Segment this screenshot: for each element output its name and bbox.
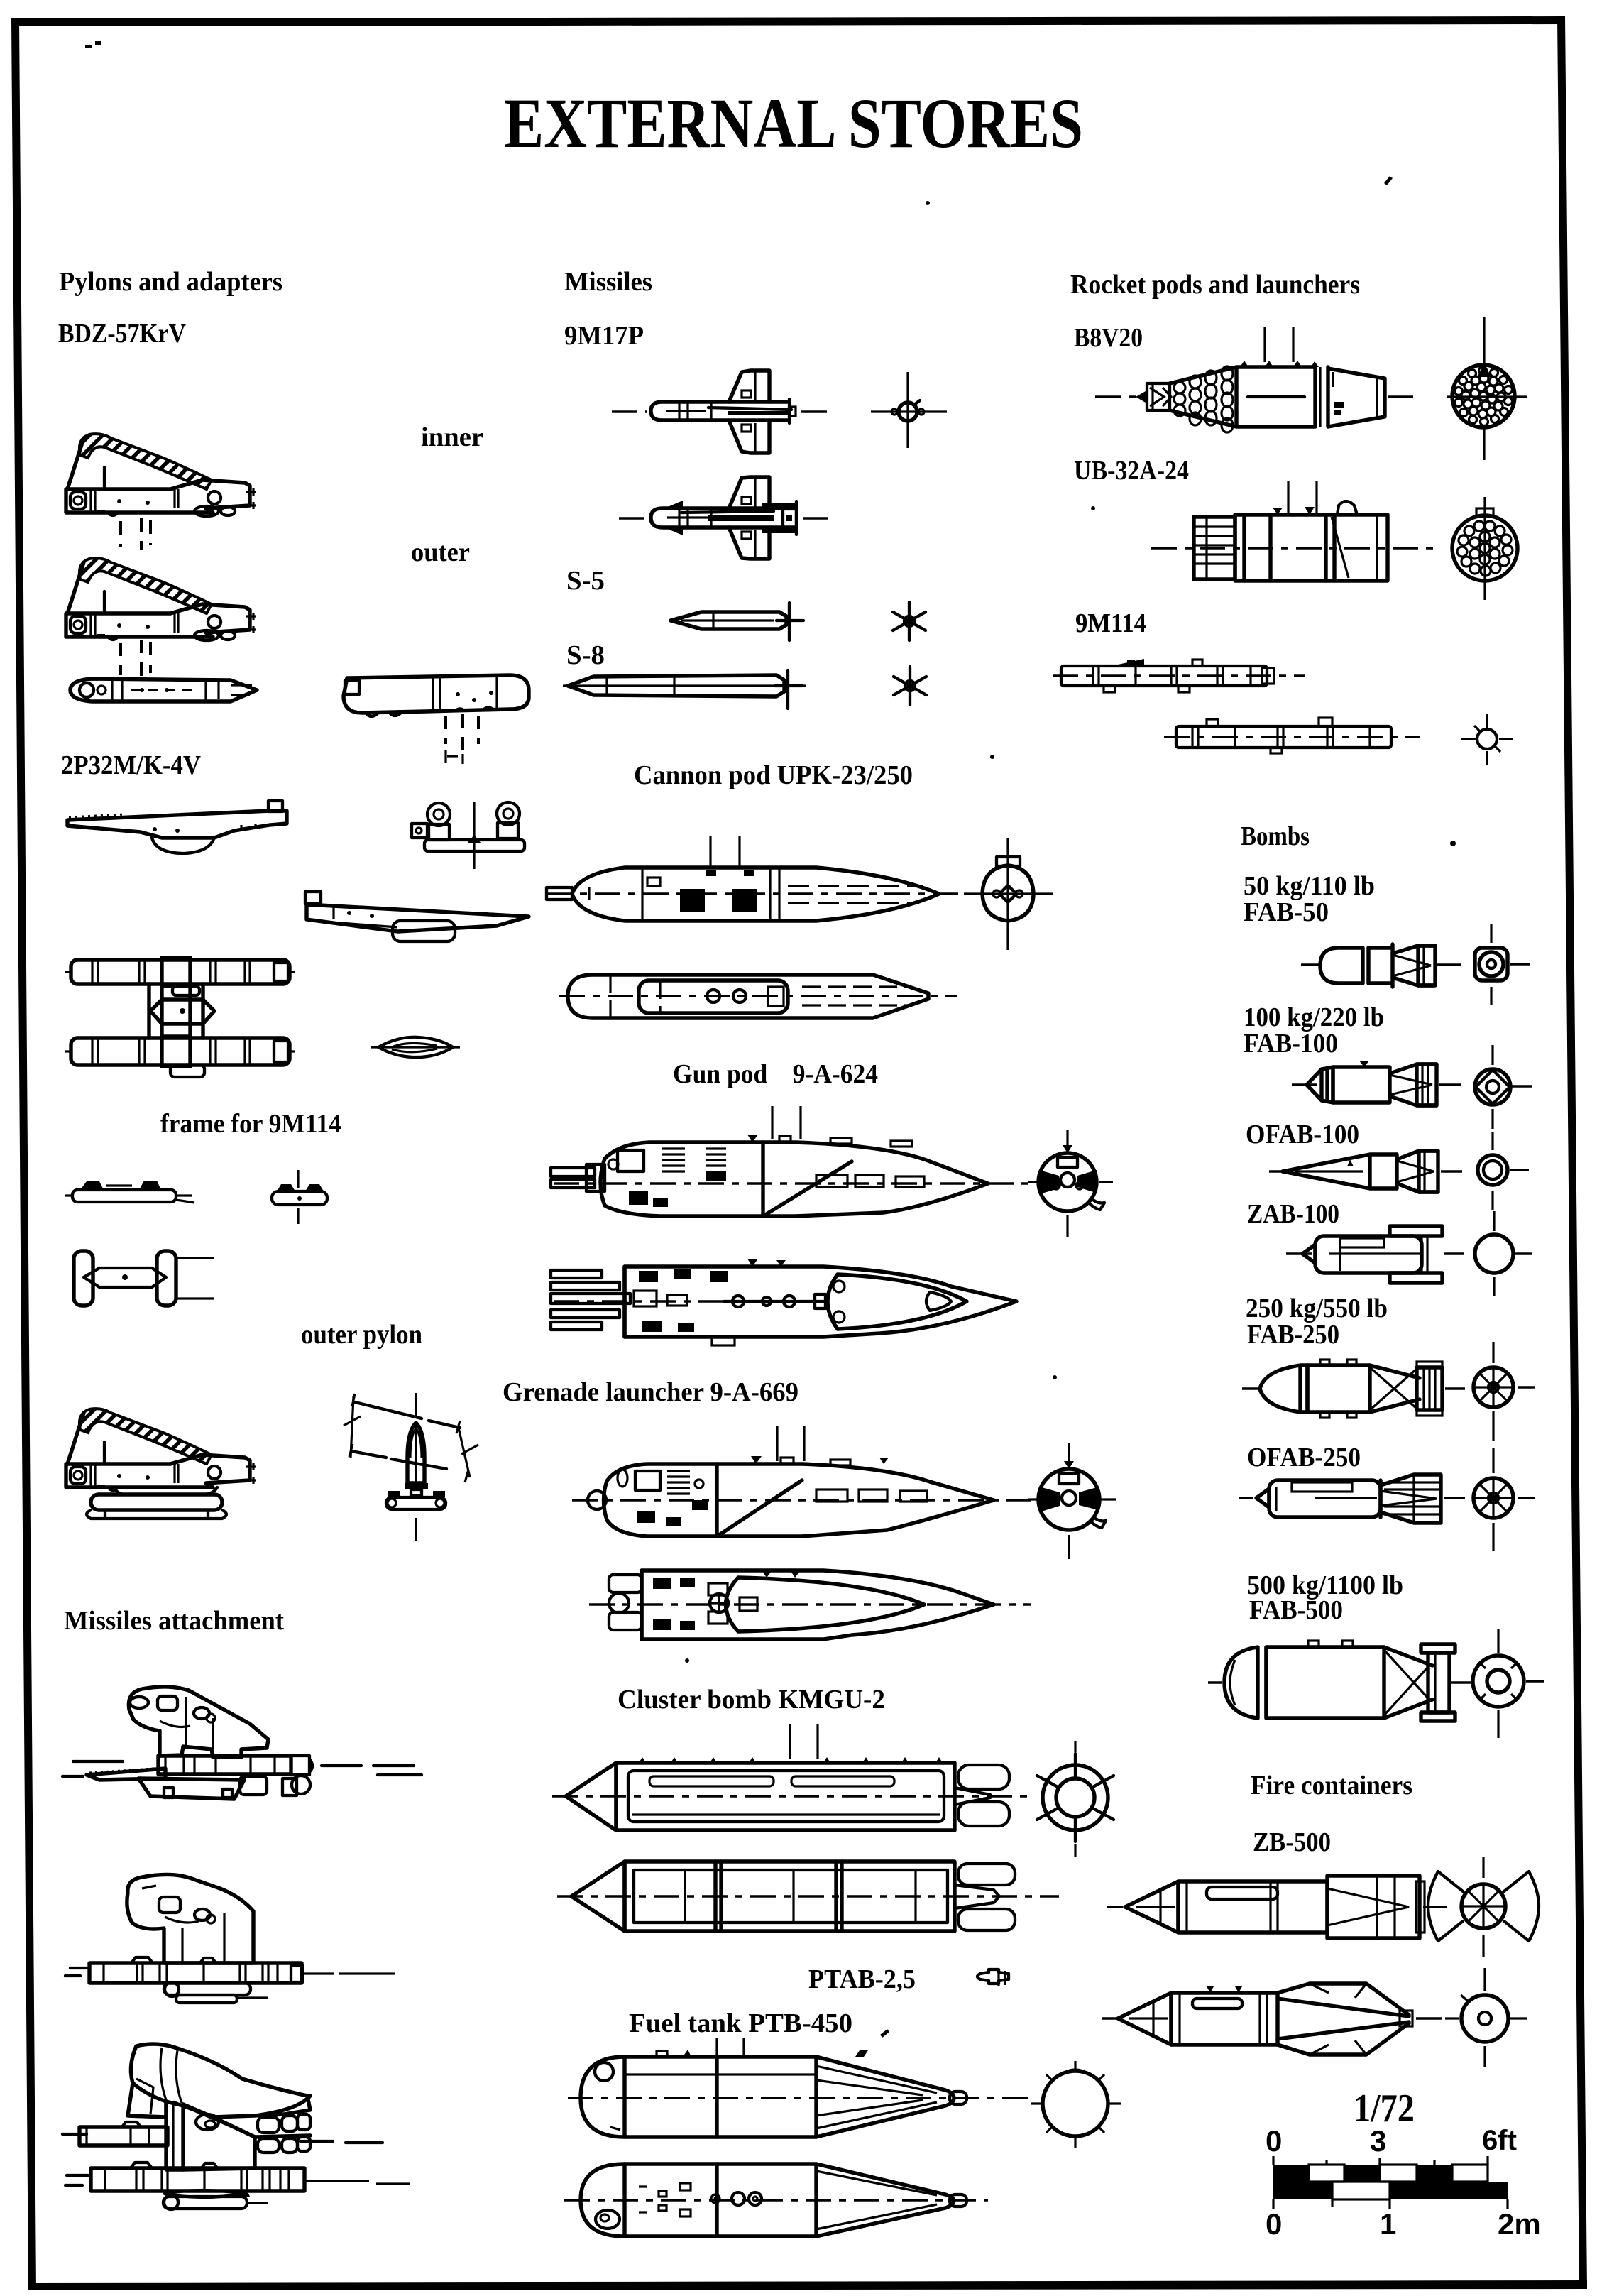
svg-text:9M17P: 9M17P — [564, 321, 644, 351]
svg-text:Fuel tank PTB-450: Fuel tank PTB-450 — [629, 2008, 852, 2038]
svg-text:S-5: S-5 — [566, 566, 605, 596]
svg-text:frame for 9M114: frame for 9M114 — [160, 1109, 341, 1139]
svg-text:2m: 2m — [1498, 2207, 1541, 2241]
svg-text:6ft: 6ft — [1482, 2125, 1517, 2156]
svg-text:outer pylon: outer pylon — [301, 1320, 422, 1350]
svg-text:UB-32A-24: UB-32A-24 — [1074, 456, 1189, 486]
svg-text:FAB-50: FAB-50 — [1244, 897, 1329, 927]
svg-text:S-8: S-8 — [566, 640, 605, 670]
svg-text:2P32M/K-4V: 2P32M/K-4V — [61, 750, 202, 780]
svg-text:Bombs: Bombs — [1241, 821, 1310, 851]
svg-text:Cluster bomb KMGU-2: Cluster bomb KMGU-2 — [618, 1685, 885, 1715]
svg-text:Missiles attachment: Missiles attachment — [64, 1606, 284, 1636]
svg-text:OFAB-100: OFAB-100 — [1246, 1120, 1359, 1149]
svg-text:0: 0 — [1266, 2207, 1282, 2241]
svg-text:3: 3 — [1370, 2124, 1386, 2158]
svg-text:ZAB-100: ZAB-100 — [1247, 1199, 1339, 1229]
svg-text:FAB-100: FAB-100 — [1244, 1029, 1338, 1059]
svg-text:Gun pod 9-A-624: Gun pod 9-A-624 — [673, 1059, 878, 1089]
svg-text:100 kg/220 lb: 100 kg/220 lb — [1244, 1002, 1384, 1032]
svg-text:Rocket pods and launchers: Rocket pods and launchers — [1070, 270, 1360, 300]
svg-text:ZB-500: ZB-500 — [1253, 1827, 1331, 1857]
svg-text:9M114: 9M114 — [1075, 608, 1146, 638]
svg-text:BDZ-57KrV: BDZ-57KrV — [58, 319, 186, 349]
svg-text:0: 0 — [1266, 2124, 1282, 2158]
svg-text:OFAB-250: OFAB-250 — [1247, 1443, 1361, 1472]
svg-text:B8V20: B8V20 — [1074, 323, 1143, 353]
svg-text:Fire containers: Fire containers — [1251, 1771, 1412, 1800]
svg-text:FAB-500: FAB-500 — [1249, 1595, 1343, 1625]
svg-text:50 kg/110 lb: 50 kg/110 lb — [1244, 871, 1375, 901]
svg-text:PTAB-2,5: PTAB-2,5 — [808, 1964, 916, 1994]
svg-text:inner: inner — [421, 422, 483, 452]
svg-text:500 kg/1100 lb: 500 kg/1100 lb — [1247, 1570, 1403, 1600]
svg-text:1/72: 1/72 — [1354, 2087, 1415, 2131]
svg-text:Grenade launcher 9-A-669: Grenade launcher 9-A-669 — [503, 1377, 798, 1407]
svg-text:Pylons and adapters: Pylons and adapters — [59, 267, 282, 297]
svg-text:Cannon pod UPK-23/250: Cannon pod UPK-23/250 — [634, 760, 913, 790]
svg-text:outer: outer — [411, 537, 470, 567]
svg-text:1: 1 — [1380, 2207, 1396, 2241]
svg-text:250 kg/550 lb: 250 kg/550 lb — [1246, 1294, 1388, 1323]
svg-text:EXTERNAL STORES: EXTERNAL STORES — [504, 84, 1083, 163]
svg-text:FAB-250: FAB-250 — [1247, 1320, 1339, 1350]
svg-text:Missiles: Missiles — [564, 267, 652, 297]
